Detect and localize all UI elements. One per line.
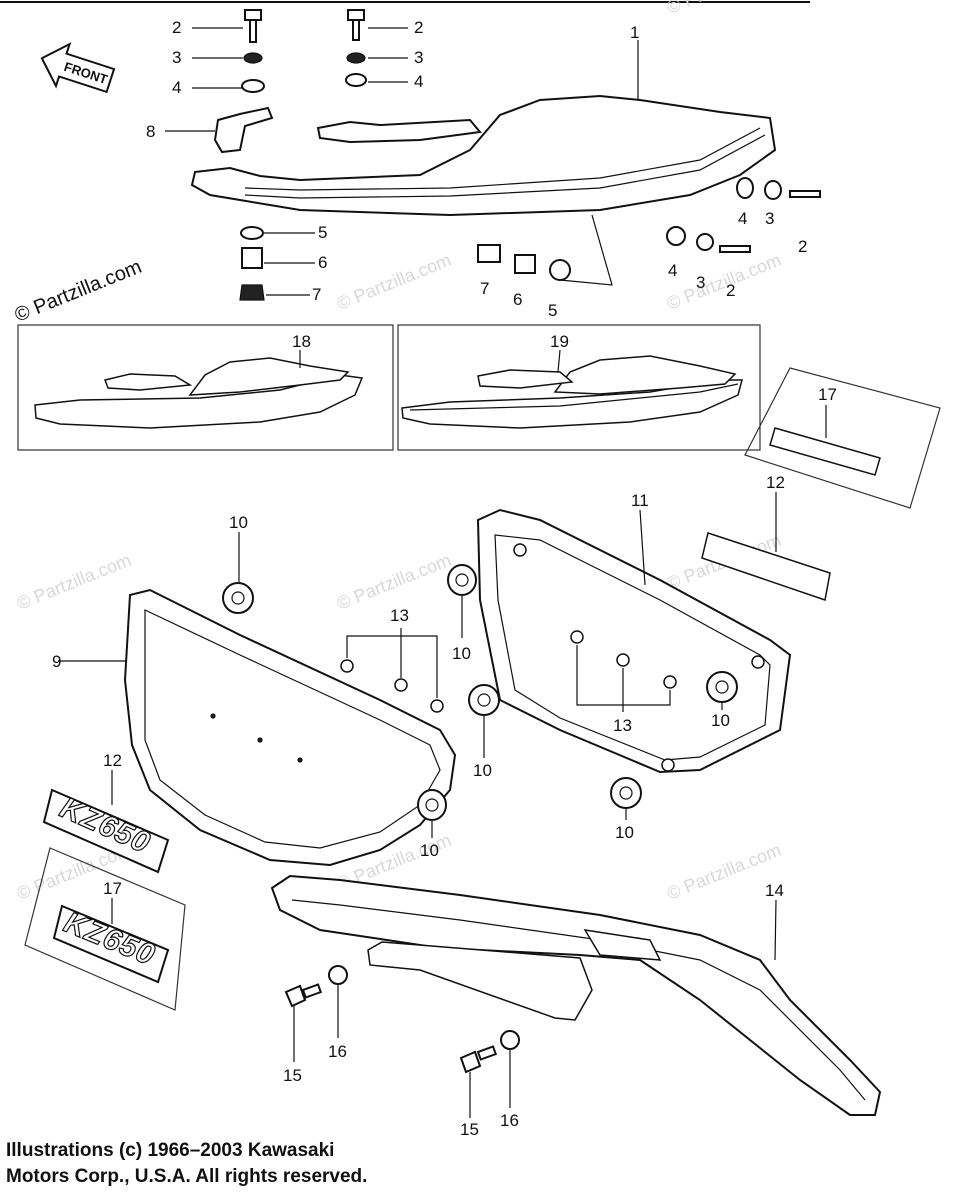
leaders-top (165, 27, 639, 296)
callout-5: 5 (318, 223, 327, 242)
callout-3: 3 (172, 48, 181, 67)
callout-3: 3 (696, 273, 705, 292)
callout-10: 10 (229, 513, 248, 532)
callout-4: 4 (668, 261, 677, 280)
copyright-line-1: Illustrations (c) 1966–2003 Kawasaki (6, 1140, 335, 1161)
watermark: © Partzilla.com (334, 550, 454, 614)
watermark-dark: © Partzilla.com (12, 256, 145, 327)
callout-2: 2 (726, 281, 735, 300)
copyright-line-2: Motors Corp., U.S.A. All rights reserved… (6, 1166, 368, 1187)
callout-19: 19 (550, 332, 569, 351)
callout-10: 10 (420, 841, 439, 860)
callouts-top: 1 2 3 4 2 3 4 8 5 6 7 7 6 5 4 3 2 4 3 2 (146, 18, 807, 320)
watermark: © Partzilla.com (334, 250, 454, 314)
grommets: 10 10 10 10 10 10 (222, 513, 738, 860)
callout-2: 2 (414, 18, 423, 37)
callout-16: 16 (328, 1042, 347, 1061)
callout-7: 7 (480, 279, 489, 298)
callout-11: 11 (631, 491, 649, 510)
callout-15: 15 (460, 1120, 479, 1139)
callout-9: 9 (52, 652, 61, 671)
callout-14: 14 (765, 881, 784, 900)
watermark: © Partzilla.com (664, 250, 784, 314)
callout-13: 13 (613, 716, 632, 735)
callout-3: 3 (414, 48, 423, 67)
nuts-13: 13 13 (340, 606, 677, 735)
chain-guard: 14 (270, 874, 882, 1116)
callout-16: 16 (500, 1111, 519, 1130)
callout-7: 7 (312, 285, 321, 304)
callout-4: 4 (172, 78, 181, 97)
callout-17: 17 (103, 879, 122, 898)
emblem-plate-12: 12 (701, 473, 831, 601)
front-arrow: FRONT (40, 42, 116, 94)
callout-4: 4 (738, 209, 747, 228)
callout-5: 5 (548, 301, 557, 320)
emblem-box-17: 17 (744, 367, 941, 509)
callout-6: 6 (513, 290, 522, 309)
callout-10: 10 (615, 823, 634, 842)
callout-13: 13 (390, 606, 409, 625)
callout-18: 18 (292, 332, 311, 351)
callout-2: 2 (172, 18, 181, 37)
callout-8: 8 (146, 122, 155, 141)
callout-6: 6 (318, 253, 327, 272)
copyright-notice: Illustrations (c) 1966–2003 Kawasaki Mot… (6, 1138, 367, 1190)
side-cover-left: 9 (52, 588, 457, 867)
fasteners-top (239, 9, 821, 301)
callout-12: 12 (103, 751, 122, 770)
variant-box-18: 18 (17, 324, 394, 451)
variant-box-19: 19 (397, 324, 761, 451)
fasteners-bottom: 15 16 15 16 (283, 965, 520, 1139)
callout-3: 3 (765, 209, 774, 228)
callout-10: 10 (473, 761, 492, 780)
callout-1: 1 (630, 23, 639, 42)
callout-10: 10 (711, 711, 730, 730)
tail-cover (190, 94, 777, 217)
watermark: © Partzilla.com (14, 550, 134, 614)
callout-17: 17 (818, 385, 837, 404)
callout-12: 12 (766, 473, 785, 492)
callout-15: 15 (283, 1066, 302, 1085)
callout-10: 10 (452, 644, 471, 663)
side-cover-right: 11 (476, 491, 792, 774)
callout-4: 4 (414, 72, 423, 91)
callout-2: 2 (798, 237, 807, 256)
